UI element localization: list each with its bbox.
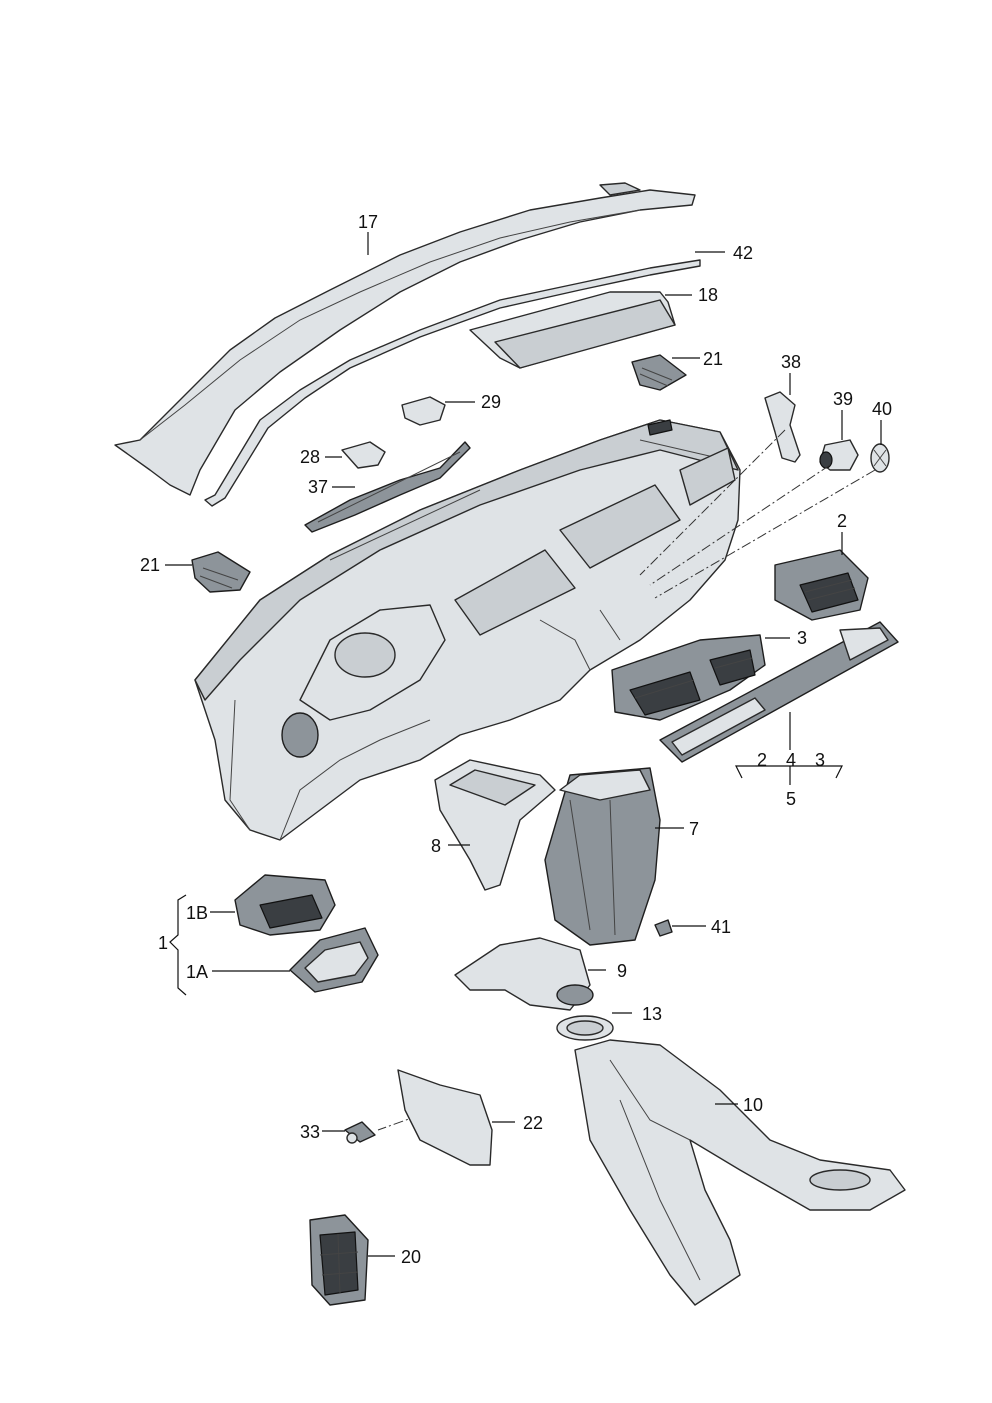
- label-41: 41: [711, 917, 731, 937]
- label-28: 28: [300, 447, 320, 467]
- part-4-trim-strip: [659, 621, 899, 763]
- label-37: 37: [308, 477, 328, 497]
- label-42: 42: [733, 243, 753, 263]
- label-9: 9: [617, 961, 627, 981]
- part-42-seal-strip: [204, 259, 701, 507]
- part-3-center-vents: [611, 634, 766, 721]
- part-2-vent: [774, 549, 869, 621]
- label-40: 40: [872, 399, 892, 419]
- part-7-air-duct: [544, 767, 661, 946]
- part-20-vent: [309, 1214, 369, 1306]
- part-1B-vent: [234, 874, 336, 936]
- label-33: 33: [300, 1122, 320, 1142]
- part-39-nozzle: [819, 439, 859, 471]
- label-3-bottom: 3: [815, 750, 825, 770]
- part-17-trim-panel: [114, 182, 696, 496]
- label-20: 20: [401, 1247, 421, 1267]
- part-37-defrost-grille: [304, 441, 471, 533]
- part-33-clip: [344, 1121, 376, 1144]
- part-21-vent-left: [191, 551, 251, 593]
- label-8: 8: [431, 836, 441, 856]
- label-18: 18: [698, 285, 718, 305]
- part-41-screw: [654, 919, 673, 937]
- label-1B: 1B: [186, 903, 208, 923]
- label-1: 1: [158, 933, 168, 953]
- label-39: 39: [833, 389, 853, 409]
- part-18-cover: [469, 291, 676, 369]
- leader-lines: [165, 232, 882, 1257]
- part-10-floor-duct: [574, 1039, 906, 1306]
- label-38: 38: [781, 352, 801, 372]
- label-21-left: 21: [140, 555, 160, 575]
- label-4: 4: [786, 750, 796, 770]
- part-22-cover: [397, 1069, 493, 1166]
- label-13: 13: [642, 1004, 662, 1024]
- label-7: 7: [689, 819, 699, 839]
- label-2-bottom: 2: [757, 750, 767, 770]
- part-9-distributor: [454, 937, 594, 1011]
- dashboard-carrier: [194, 419, 741, 841]
- part-21-vent-upper: [631, 354, 687, 391]
- label-3-top: 3: [797, 628, 807, 648]
- part-28-clip: [341, 441, 386, 469]
- part-8-air-duct: [434, 759, 556, 891]
- label-29: 29: [481, 392, 501, 412]
- label-17: 17: [358, 212, 378, 232]
- part-40-cap: [870, 443, 890, 473]
- part-29-clip: [401, 396, 446, 426]
- part-labels: 17 42 18 21 38 39 40 29 28 37 21 2 3 2 4…: [140, 212, 892, 1267]
- label-22: 22: [523, 1113, 543, 1133]
- part-38-hose: [764, 391, 801, 463]
- part-1A-bezel: [289, 927, 379, 993]
- label-5: 5: [786, 789, 796, 809]
- label-1A: 1A: [186, 962, 208, 982]
- part-13-ring: [556, 1015, 614, 1041]
- label-2-top: 2: [837, 511, 847, 531]
- label-21-top: 21: [703, 349, 723, 369]
- label-10: 10: [743, 1095, 763, 1115]
